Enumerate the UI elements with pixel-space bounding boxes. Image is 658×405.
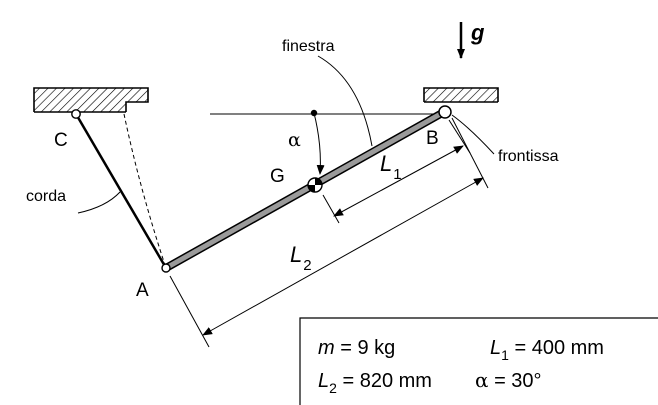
data-row-1: m = 9 kg xyxy=(318,337,395,359)
rope-line xyxy=(74,113,168,269)
point-c-label: C xyxy=(54,130,68,151)
left-ceiling-support xyxy=(33,87,149,113)
pin-c xyxy=(71,109,81,119)
data-row-1-right: L1 = 400 mm xyxy=(490,337,604,363)
finestra-leader xyxy=(317,55,373,147)
alpha-angle-arc xyxy=(313,112,325,175)
frontissa-leader xyxy=(451,114,495,155)
l1-label: L1 xyxy=(380,151,402,183)
corda-label: corda xyxy=(26,188,66,205)
dimension-l2 xyxy=(169,117,489,348)
window-bar xyxy=(164,108,446,272)
l2-label: L2 xyxy=(290,242,312,274)
alpha-label: α xyxy=(288,129,301,151)
gravity-label: g xyxy=(470,20,485,45)
hinge-b xyxy=(438,105,452,119)
dashed-arc xyxy=(123,113,167,269)
point-g-label: G xyxy=(270,166,285,187)
point-b-label: B xyxy=(426,128,439,149)
point-a-label: A xyxy=(136,280,149,301)
center-of-mass-symbol xyxy=(307,177,323,193)
right-ceiling-support xyxy=(423,87,499,103)
pin-a xyxy=(161,263,171,273)
data-row-2: L2 = 820 mm xyxy=(318,370,432,396)
corda-leader xyxy=(77,191,121,214)
finestra-label: finestra xyxy=(282,38,335,55)
data-row-2-right: α = 30° xyxy=(475,368,542,392)
data-box: m = 9 kg L1 = 400 mm L2 = 820 mm α = 30° xyxy=(299,317,658,405)
frontissa-label: frontissa xyxy=(498,148,559,165)
